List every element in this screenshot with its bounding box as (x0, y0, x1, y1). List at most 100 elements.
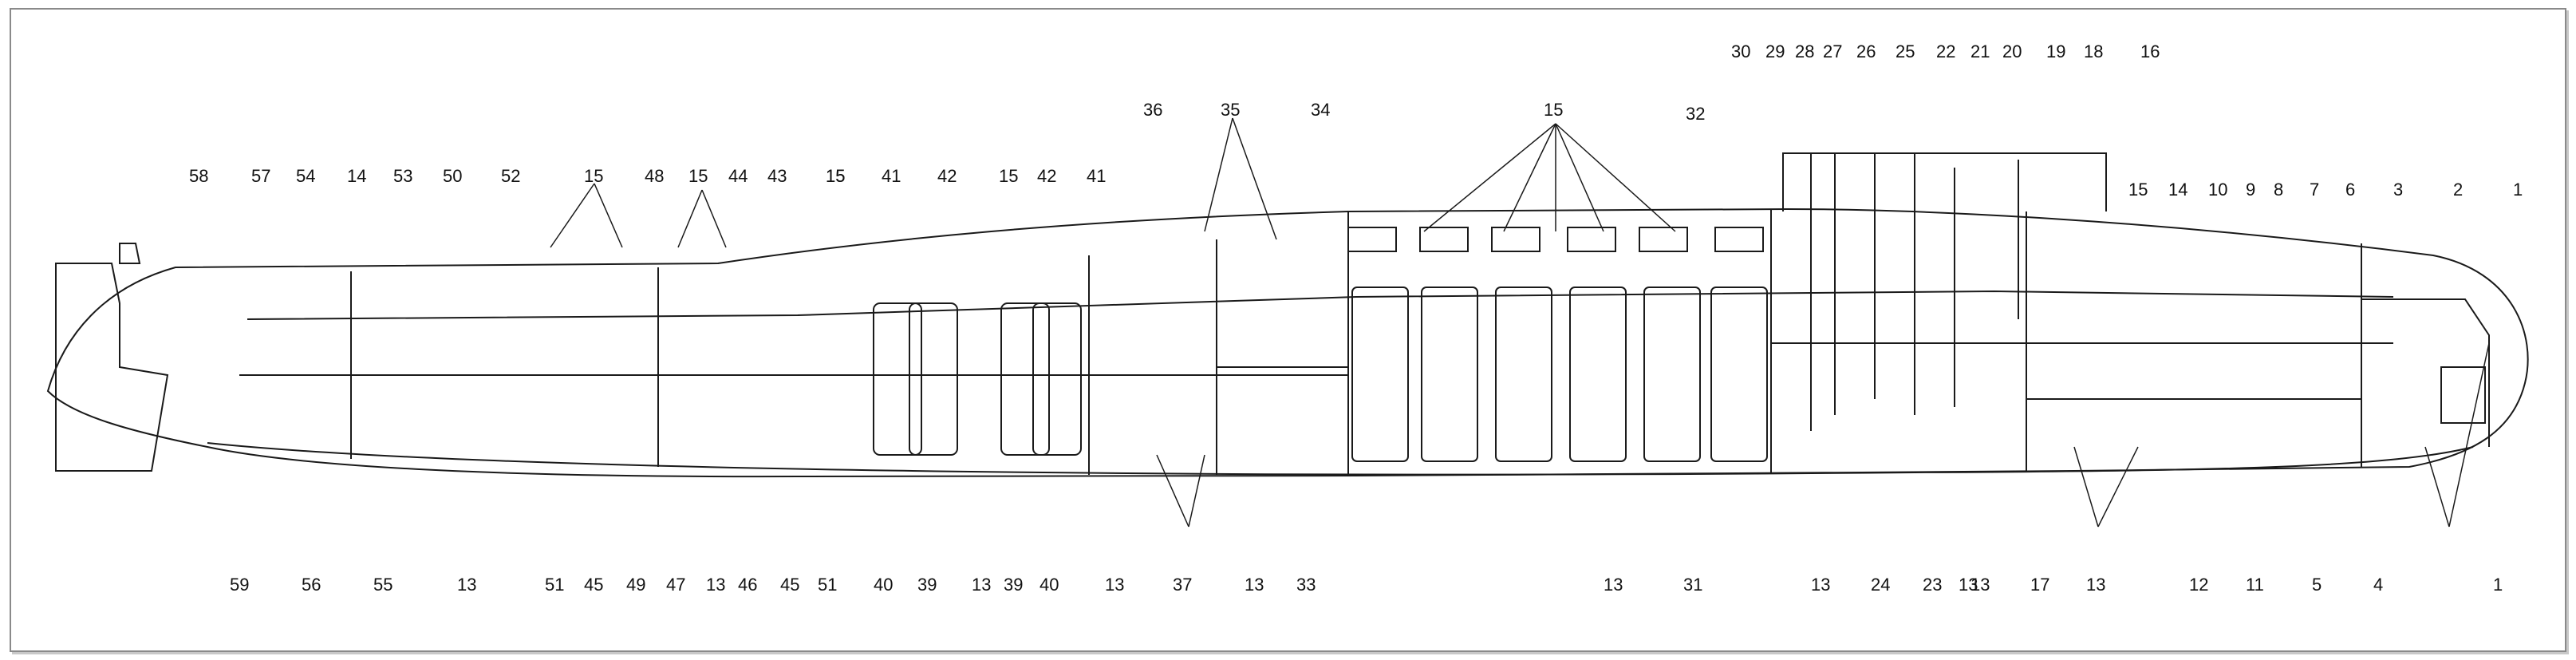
part-label: 16 (2140, 41, 2160, 61)
part-label: 43 (767, 166, 787, 186)
leader-line (594, 183, 623, 248)
part-label: 40 (874, 575, 893, 595)
part-label: 45 (780, 575, 799, 595)
part-label: 2 (2453, 180, 2463, 200)
leader-line (1423, 123, 1556, 232)
part-label: 14 (347, 166, 366, 186)
part-label: 20 (2002, 41, 2022, 61)
part-label: 44 (728, 166, 748, 186)
part-label: 52 (501, 166, 520, 186)
part-label: 15 (826, 166, 845, 186)
part-label: 49 (626, 575, 645, 595)
part-label: 3 (2393, 180, 2403, 200)
part-label: 18 (2084, 41, 2103, 61)
part-label: 41 (882, 166, 901, 186)
leader-line (2097, 446, 2139, 528)
part-label: 42 (1037, 166, 1056, 186)
missile-silo (1495, 287, 1552, 462)
part-label: 33 (1296, 575, 1316, 595)
leader-line (550, 183, 595, 248)
silo-hatch (1491, 227, 1540, 252)
part-label: 46 (738, 575, 757, 595)
silo-hatch (1714, 227, 1764, 252)
part-labels: 1 2 3 6 7 8 9 10 14 15 16 18 19 20 21 22… (189, 41, 2523, 595)
part-label: 15 (2128, 180, 2148, 200)
part-label: 37 (1173, 575, 1192, 595)
torpedo-room (2361, 298, 2490, 447)
part-label: 12 (2189, 575, 2208, 595)
part-label: 13 (972, 575, 991, 595)
part-label: 21 (1970, 41, 1990, 61)
missile-silo (1643, 287, 1701, 462)
part-label: 15 (688, 166, 708, 186)
decks (239, 342, 2393, 400)
part-label: 13 (1811, 575, 1830, 595)
reactor-vessel (873, 302, 922, 456)
part-label: 15 (826, 166, 845, 186)
leader-line (1555, 123, 1676, 232)
leader-line (2424, 446, 2450, 528)
leader-line (701, 189, 727, 248)
part-label: 13 (1959, 575, 1978, 595)
drawing-frame (10, 8, 2566, 652)
sonar-array (2440, 366, 2486, 424)
part-label: 31 (1683, 575, 1702, 595)
leader-line (1188, 454, 1205, 528)
reactor-compartments (873, 302, 1082, 456)
part-label: 6 (2345, 180, 2355, 200)
part-label: 11 (2246, 575, 2264, 595)
part-label: 10 (2208, 180, 2227, 200)
part-label: 30 (1731, 41, 1750, 61)
leader-line (1555, 123, 1604, 232)
part-label: 59 (230, 575, 249, 595)
part-label: 15 (999, 166, 1018, 186)
part-label: 5 (2312, 575, 2322, 595)
part-label: 15 (1544, 100, 1563, 120)
part-label: 45 (584, 575, 603, 595)
part-label: 13 (1970, 575, 1990, 595)
part-label: 15 (584, 166, 603, 186)
part-label: 7 (2310, 180, 2319, 200)
part-label: 55 (373, 575, 393, 595)
part-label: 17 (2030, 575, 2049, 595)
leader-line (1156, 454, 1189, 528)
part-label: 39 (917, 575, 937, 595)
part-label: 13 (1245, 575, 1264, 595)
part-label: 13 (1604, 575, 1623, 595)
silo-hatch (1567, 227, 1616, 252)
missile-silos (1351, 287, 1768, 462)
missile-silo (1569, 287, 1627, 462)
leader-line (2073, 446, 2099, 528)
part-label: 51 (545, 575, 564, 595)
missile-silo (1421, 287, 1478, 462)
part-label: 8 (2274, 180, 2283, 200)
part-label: 39 (1004, 575, 1023, 595)
part-label: 4 (2373, 575, 2383, 595)
reactor-vessel (1000, 302, 1050, 456)
part-label: 13 (1105, 575, 1124, 595)
bulkheads (350, 209, 2362, 476)
silo-hatch (1419, 227, 1469, 252)
part-label: 13 (457, 575, 476, 595)
hull-outline (46, 207, 2529, 478)
part-label: 57 (251, 166, 270, 186)
part-label: 9 (2246, 180, 2255, 200)
keel-line (207, 442, 2474, 476)
part-label: 22 (1936, 41, 1955, 61)
conning-tower (1782, 152, 2107, 211)
part-label: 1 (2513, 180, 2523, 200)
part-label: 56 (302, 575, 321, 595)
part-label: 50 (443, 166, 462, 186)
part-label: 1 (2493, 575, 2503, 595)
silo-hatch (1639, 227, 1688, 252)
part-label: 24 (1871, 575, 1890, 595)
part-label: 53 (393, 166, 412, 186)
leader-line (1204, 117, 1233, 232)
part-label: 29 (1765, 41, 1785, 61)
reactor-vessel (909, 302, 958, 456)
silo-hatch (1347, 227, 1397, 252)
part-label: 13 (706, 575, 725, 595)
leader-line (1503, 123, 1556, 232)
part-label: 23 (1923, 575, 1942, 595)
